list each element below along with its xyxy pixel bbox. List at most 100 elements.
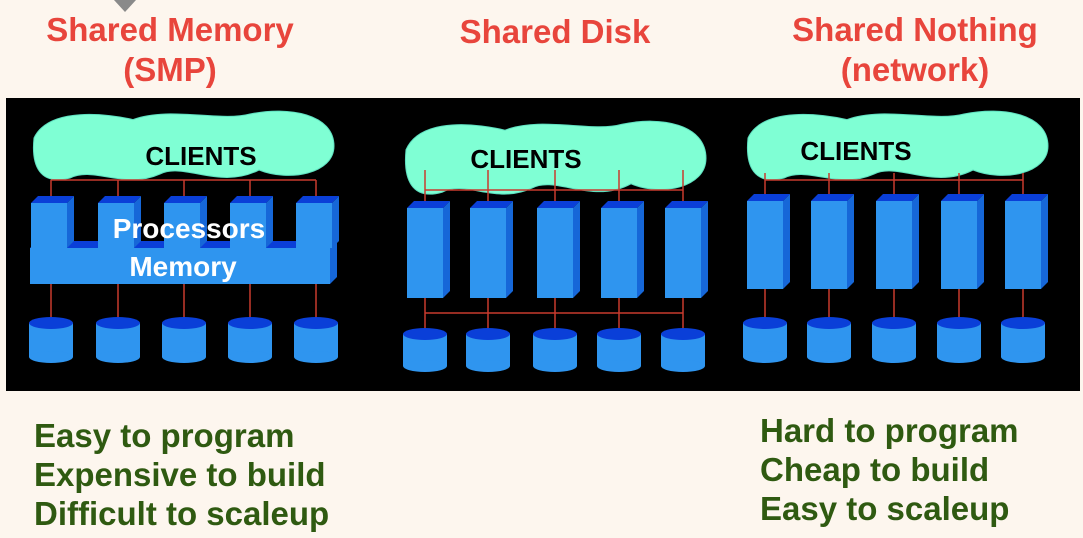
processor-node	[747, 194, 790, 289]
processor-front	[747, 201, 783, 289]
processor-front	[811, 201, 847, 289]
disk-top	[403, 328, 447, 340]
processor-front	[296, 203, 332, 248]
clients-cloud-shared-memory	[32, 110, 335, 181]
disk-node	[29, 317, 73, 363]
disk-node	[807, 317, 851, 363]
disk-bottom	[96, 351, 140, 363]
processors-label: Processors	[113, 213, 266, 244]
disk-top	[294, 317, 338, 329]
clients-cloud-shape	[32, 110, 335, 181]
processor-side	[977, 194, 984, 289]
disk-bottom	[403, 360, 447, 372]
disk-bottom	[294, 351, 338, 363]
disk-node	[96, 317, 140, 363]
disk-top	[743, 317, 787, 329]
note-line: Expensive to build	[34, 456, 326, 493]
processor-node	[230, 196, 273, 248]
shared-nothing-notes: Hard to program Cheap to build Easy to s…	[760, 411, 1019, 528]
processor-side	[506, 201, 513, 298]
processor-top	[876, 194, 919, 201]
disk-bottom	[162, 351, 206, 363]
slide-pointer-marker	[114, 0, 136, 12]
disk-bottom	[466, 360, 510, 372]
processor-top	[601, 201, 644, 208]
clients-label: CLIENTS	[800, 136, 911, 166]
processor-side	[266, 196, 273, 248]
disk-node	[466, 328, 510, 372]
processor-node	[98, 196, 141, 248]
processor-side	[637, 201, 644, 298]
processor-node	[811, 194, 854, 289]
disk-node	[597, 328, 641, 372]
note-line: Cheap to build	[760, 451, 990, 488]
processor-top	[665, 201, 708, 208]
disk-node	[872, 317, 916, 363]
disk-bottom	[872, 351, 916, 363]
disk-top	[162, 317, 206, 329]
title-shared-nothing: Shared Nothing (network)	[760, 10, 1070, 90]
title-shared-nothing-line2: (network)	[840, 51, 990, 88]
processor-side	[134, 196, 141, 248]
processor-top	[537, 201, 580, 208]
processor-top	[296, 196, 339, 203]
disk-node	[162, 317, 206, 363]
disk-node	[937, 317, 981, 363]
shared-memory-notes: Easy to program Expensive to build Diffi…	[34, 416, 329, 533]
title-shared-memory: Shared Memory (SMP)	[20, 10, 320, 90]
processor-node	[1005, 194, 1048, 289]
disk-top	[661, 328, 705, 340]
processor-top	[470, 201, 513, 208]
processor-node	[876, 194, 919, 289]
processor-top	[1005, 194, 1048, 201]
processor-top	[230, 196, 273, 203]
processor-front	[230, 203, 266, 248]
memory-bar-side	[330, 241, 337, 284]
note-line: Easy to program	[34, 417, 295, 454]
processor-node	[941, 194, 984, 289]
processor-side	[847, 194, 854, 289]
disk-bottom	[743, 351, 787, 363]
disk-top	[96, 317, 140, 329]
disk-top	[597, 328, 641, 340]
title-shared-disk-line1: Shared Disk	[459, 13, 651, 50]
disk-top	[937, 317, 981, 329]
disk-top	[807, 317, 851, 329]
clients-cloud-shape	[746, 110, 1049, 181]
processor-top	[941, 194, 984, 201]
disk-top	[29, 317, 73, 329]
title-shared-disk: Shared Disk	[420, 12, 690, 52]
disk-node	[1001, 317, 1045, 363]
processor-front	[941, 201, 977, 289]
disk-top	[1001, 317, 1045, 329]
processor-top	[811, 194, 854, 201]
processor-top	[407, 201, 450, 208]
disk-node	[294, 317, 338, 363]
disk-top	[872, 317, 916, 329]
disk-bottom	[661, 360, 705, 372]
disk-top	[228, 317, 272, 329]
disk-bottom	[597, 360, 641, 372]
note-line: Easy to scaleup	[760, 490, 1010, 527]
processor-top	[31, 196, 74, 203]
processor-node	[407, 201, 450, 298]
processor-front	[601, 208, 637, 298]
disk-node	[661, 328, 705, 372]
title-shared-memory-line2: (SMP)	[123, 51, 217, 88]
clients-label: CLIENTS	[470, 144, 581, 174]
note-line: Difficult to scaleup	[34, 495, 330, 532]
processor-top	[747, 194, 790, 201]
processor-node	[601, 201, 644, 298]
disk-top	[533, 328, 577, 340]
disk-bottom	[937, 351, 981, 363]
processor-side	[912, 194, 919, 289]
disk-node	[228, 317, 272, 363]
processor-front	[407, 208, 443, 298]
processor-side	[783, 194, 790, 289]
disk-node	[743, 317, 787, 363]
disk-bottom	[807, 351, 851, 363]
processor-node	[164, 196, 207, 248]
clients-label: CLIENTS	[145, 141, 256, 171]
